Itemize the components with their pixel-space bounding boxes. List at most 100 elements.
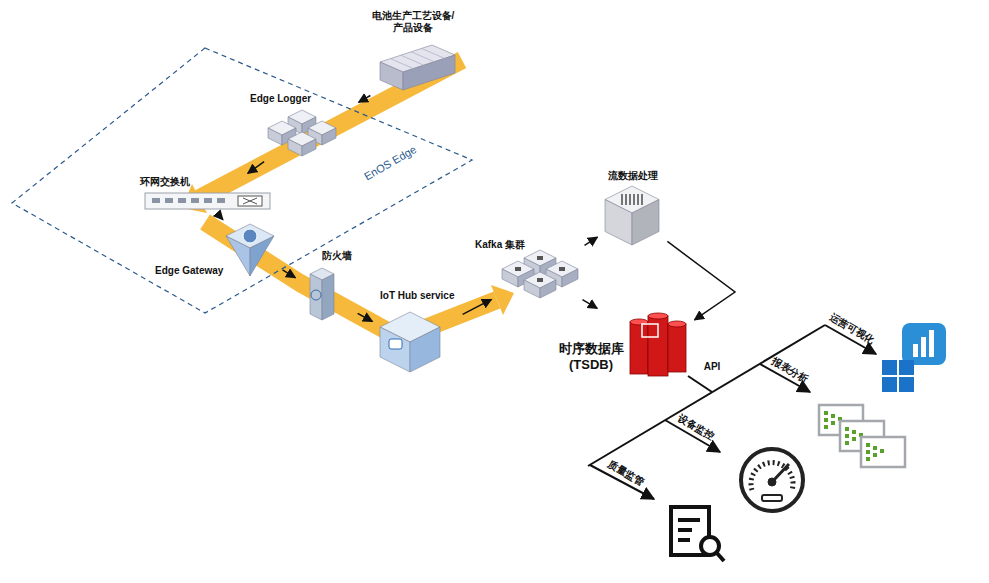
- node-label: Edge Gateway: [155, 265, 223, 277]
- node-label: 电池生产工艺设备/ 产品设备: [368, 10, 458, 34]
- document-line: [678, 528, 692, 532]
- component-node: IoT Hub service: [375, 288, 460, 378]
- switch-port: [165, 198, 173, 203]
- db-cap: [668, 321, 686, 327]
- grid-line: [633, 194, 635, 205]
- cube-left: [605, 200, 632, 246]
- cube-mark: [537, 278, 543, 282]
- quality-icon: [671, 507, 724, 561]
- flow-arrow: [359, 96, 371, 103]
- switch-panel: [238, 196, 262, 206]
- window-pane: [882, 377, 897, 392]
- app-tile: [902, 323, 946, 365]
- cube-right: [562, 269, 578, 287]
- flow-arrow: [219, 215, 223, 220]
- node-label: Edge Logger: [250, 93, 311, 105]
- cube-left: [380, 327, 410, 372]
- component-node: Edge Gateway: [150, 222, 280, 282]
- component-node: 时序数据库 (TSDB): [555, 310, 692, 378]
- icon-art: [268, 110, 336, 156]
- db-cap: [648, 313, 668, 319]
- cube-right: [632, 200, 659, 246]
- flow-arrow: [283, 270, 296, 278]
- api-label: API: [704, 361, 721, 372]
- roof-ridge: [422, 48, 445, 58]
- gateway-disk: [243, 229, 257, 243]
- hub-mark: [389, 339, 402, 349]
- icon-art: [502, 250, 578, 298]
- switch-port: [217, 198, 225, 203]
- switch-port: [204, 198, 212, 203]
- cube-left: [288, 139, 302, 156]
- branch-label: 设备监控: [676, 412, 716, 442]
- window-pane: [899, 360, 914, 375]
- node-label: IoT Hub service: [380, 290, 454, 302]
- cube-right: [410, 327, 440, 372]
- component-node: 防火墙: [298, 248, 355, 322]
- cube-right: [322, 128, 336, 145]
- flow-arrow: [358, 313, 373, 321]
- branch-label: 报表分析: [770, 355, 810, 385]
- db-mark: [642, 324, 658, 337]
- db-column: [668, 324, 686, 372]
- building-side: [380, 62, 403, 90]
- component-node: 电池生产工艺设备/ 产品设备: [365, 8, 461, 94]
- tree-trunk: [588, 325, 825, 466]
- api-link: [688, 376, 712, 392]
- cube-left: [524, 280, 540, 298]
- report-sheet: [861, 437, 905, 467]
- region-outline: [12, 48, 472, 313]
- icon-art: [226, 224, 274, 276]
- icon-art: [380, 45, 455, 90]
- db-column: [630, 322, 648, 374]
- magnifier-handle: [716, 552, 724, 561]
- cube-mark: [515, 267, 521, 271]
- firewall-mark: [311, 290, 321, 300]
- region-label: EnOS Edge: [362, 143, 419, 183]
- chart-bar: [921, 337, 926, 357]
- grid-line: [625, 194, 627, 205]
- switch-body: [145, 193, 270, 209]
- building-front: [403, 55, 455, 90]
- cube-right: [302, 139, 316, 156]
- gauge-base: [762, 495, 782, 501]
- cube-left: [502, 269, 518, 287]
- roof-ridge: [401, 55, 424, 65]
- component-node: Edge Logger: [246, 88, 356, 160]
- visualization-icon: [882, 323, 946, 392]
- gauge-hub: [768, 478, 776, 486]
- band-head: [491, 285, 514, 315]
- icon-art: [630, 313, 686, 376]
- component-node: Kafka 集群: [470, 236, 582, 298]
- grid-line: [641, 194, 643, 205]
- branch-label: 质量监管: [606, 458, 646, 488]
- report-icon: [819, 405, 905, 467]
- flow-arrow: [248, 162, 264, 174]
- roof-ridge: [411, 52, 434, 62]
- flow-arrow: [582, 300, 597, 309]
- icon-art: [310, 268, 334, 320]
- node-label: Kafka 集群: [475, 239, 525, 251]
- node-label: 流数据处理: [608, 170, 658, 182]
- chart-bar: [929, 330, 934, 357]
- window-pane: [899, 377, 914, 392]
- node-label: 环网交换机: [140, 176, 190, 188]
- node-label: 时序数据库 (TSDB): [556, 341, 626, 372]
- icon-art: [605, 186, 659, 245]
- gauge-rim: [741, 449, 803, 511]
- cube-right: [540, 280, 556, 298]
- document-line: [678, 538, 690, 542]
- document-line: [678, 518, 700, 522]
- band-segment: [205, 222, 497, 338]
- icon-art: [380, 312, 440, 372]
- window-pane: [882, 360, 897, 375]
- cube-mark: [559, 267, 565, 271]
- roof-ridge: [390, 59, 413, 69]
- grid-line: [637, 194, 639, 205]
- node-icon: [375, 288, 460, 378]
- component-node: 流数据处理: [600, 168, 665, 248]
